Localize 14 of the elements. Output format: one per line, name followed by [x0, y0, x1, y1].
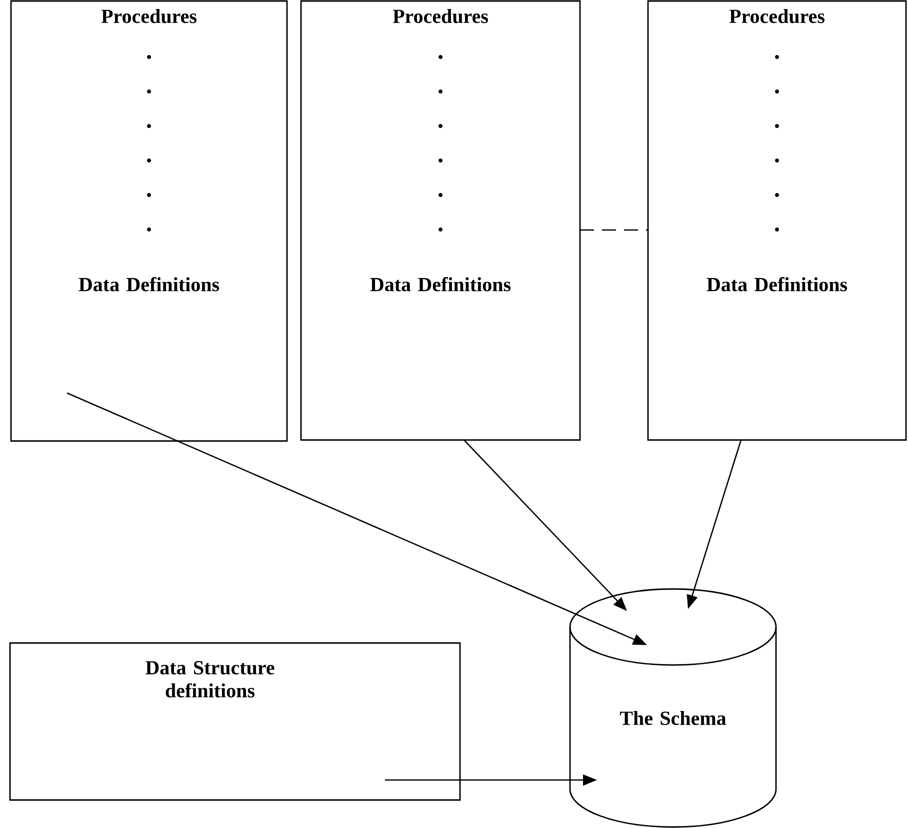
body-text: Data Definitions	[370, 277, 511, 292]
procedure-box	[300, 0, 581, 441]
heading-text: Procedures	[729, 9, 824, 24]
body-text: Data Definitions	[78, 277, 220, 292]
heading-text: Procedures	[392, 9, 488, 24]
heading-text: Procedures	[101, 9, 196, 24]
database-cylinder	[569, 588, 777, 828]
procedure-box	[10, 0, 288, 442]
procedure-box	[647, 0, 907, 441]
cylinder-text: The Schema	[620, 710, 726, 726]
body-text: Data Definitions	[706, 277, 848, 292]
dashed-line	[580, 229, 648, 231]
process-box	[9, 642, 461, 801]
box-text: Data Structure definitions	[146, 661, 274, 698]
